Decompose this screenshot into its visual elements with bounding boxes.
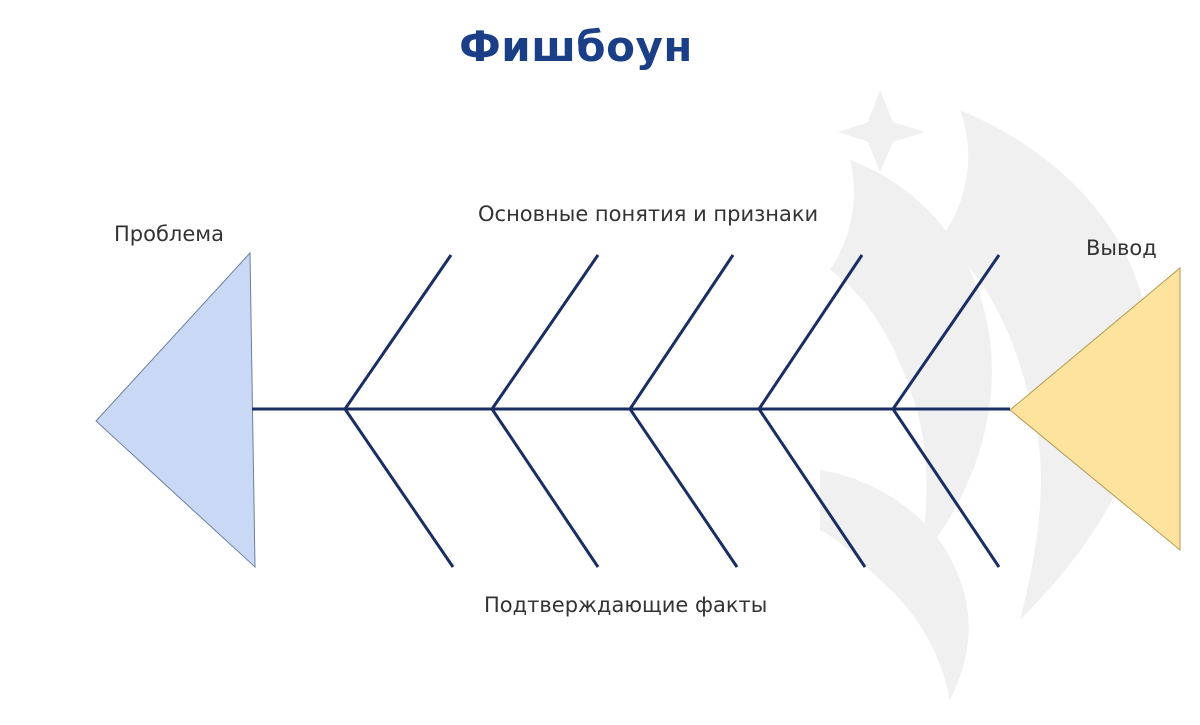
lower-bone-2 — [490, 408, 600, 568]
upper-bone-2 — [490, 254, 600, 410]
top-branches-label: Основные понятия и признаки — [478, 202, 819, 226]
lower-bone-1 — [343, 408, 455, 568]
bottom-branches-label: Подтверждающие факты — [484, 593, 768, 617]
upper-bone-5 — [891, 254, 1001, 410]
problem-triangle — [95, 251, 256, 569]
problem-label: Проблема — [114, 222, 224, 246]
decorative-emblem-icon — [820, 90, 1151, 700]
conclusion-label: Вывод — [1086, 236, 1157, 260]
lower-bone-5 — [891, 408, 1001, 568]
upper-bone-3 — [628, 254, 735, 410]
page-title: Фишбоун — [459, 22, 693, 71]
upper-bone-4 — [757, 254, 864, 410]
lower-bone-4 — [757, 408, 867, 568]
conclusion-triangle — [1009, 266, 1181, 552]
upper-bone-1 — [343, 254, 453, 410]
lower-bone-3 — [628, 408, 739, 568]
